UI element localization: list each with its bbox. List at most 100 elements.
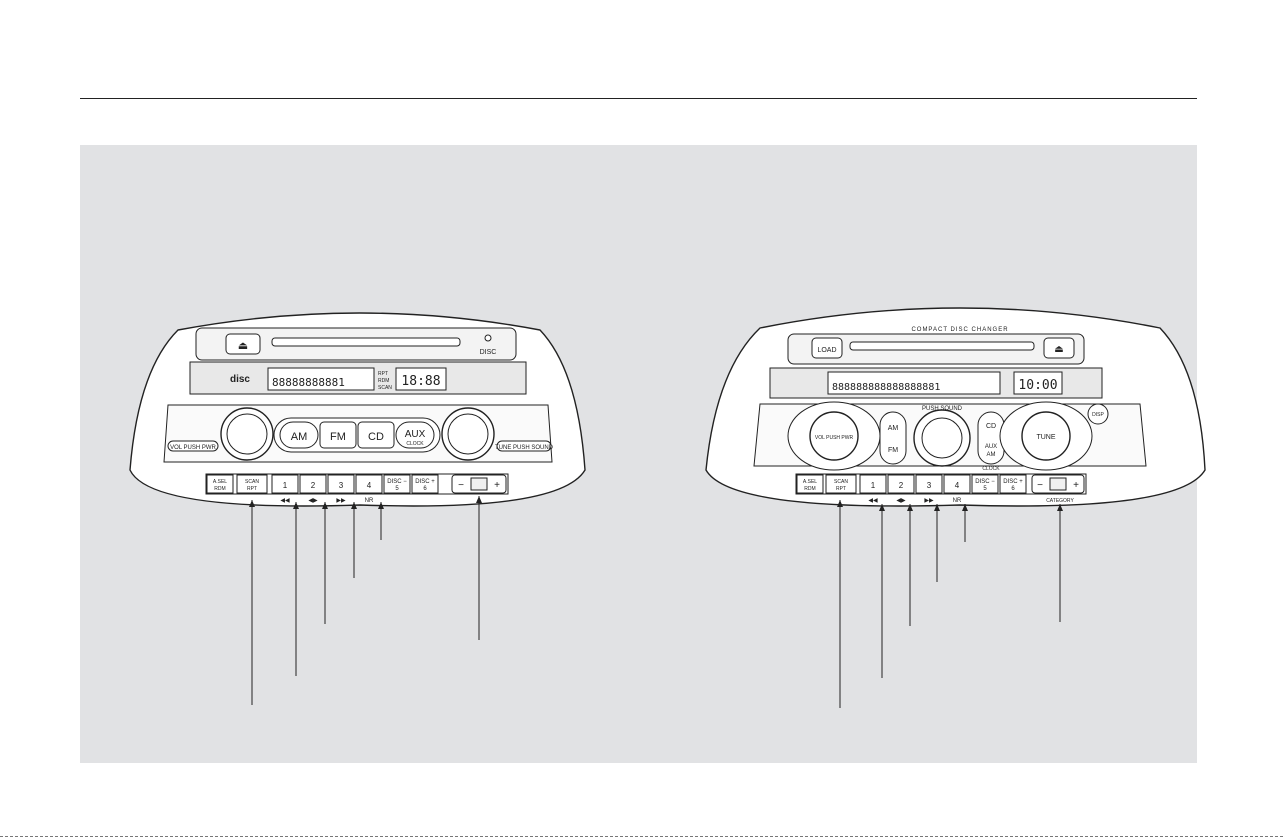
- radio-a-scan-bottom: RPT: [247, 486, 257, 492]
- radio-b-preset-label-6-1: DISC +: [1003, 479, 1023, 485]
- radio-a-lcd-segments: 88888888881: [272, 376, 345, 389]
- radio-b-preset-button-1[interactable]: [859, 474, 887, 494]
- radio-a-tune-knob-inner: [447, 413, 489, 455]
- radio-a-cd-button[interactable]: [357, 421, 395, 449]
- radio-a-preset-button-5[interactable]: [383, 474, 411, 494]
- radio-a-rocker-plus: +: [494, 480, 500, 491]
- radio-b-disp-label: DISP: [1092, 412, 1104, 418]
- radio-a-fm-button[interactable]: [319, 421, 357, 449]
- radio-a-preset-button-1[interactable]: [271, 474, 299, 494]
- radio-b-disp-button[interactable]: [1087, 403, 1109, 425]
- radio-a-hint-2: ◀▶: [308, 498, 318, 504]
- radio-b-vol-label: VOL PUSH PWR: [815, 435, 854, 441]
- radio-b-leader-arrows: [837, 500, 1063, 511]
- radio-a-preset-label-5-2: 5: [395, 486, 399, 492]
- radio-a: ⏏ DISC disc 88888888881 RPT RDM SCAN 18:…: [129, 312, 586, 705]
- radio-b-sound-knob-inner: [921, 417, 963, 459]
- radio-b-hint-2: ◀▶: [896, 498, 906, 504]
- radio-a-preset-button-4[interactable]: [355, 474, 383, 494]
- radio-b-cd-label: CD: [986, 423, 996, 430]
- radio-a-preset-button-3[interactable]: [327, 474, 355, 494]
- radio-a-aux-label: AUX: [405, 429, 426, 440]
- radio-a-vol-label-box: [167, 440, 219, 452]
- radio-a-asel-button[interactable]: [206, 474, 234, 494]
- radio-a-tune-label-box: [496, 440, 552, 452]
- radio-b-am2-label: AM: [987, 452, 996, 458]
- radio-b-asel-bottom: RDM: [804, 486, 815, 492]
- radio-b-lcd-segments: 888888888888888881: [832, 382, 940, 393]
- radio-a-vol-knob-inner: [226, 413, 268, 455]
- eject-icon: ⏏: [1054, 344, 1063, 355]
- radio-a-disc-label: DISC: [480, 349, 497, 356]
- radio-b-tune-label: TUNE: [1036, 434, 1055, 441]
- radio-a-preset-label-6-1: DISC +: [415, 479, 435, 485]
- radio-a-clock: 18:88: [401, 374, 440, 389]
- header-rule: [80, 98, 1197, 99]
- radio-b-clock-box: [1013, 371, 1063, 395]
- radio-a-preset-hints: ◀◀◀▶▶▶NR: [280, 498, 374, 504]
- radio-b-preset-label-4: 4: [955, 481, 960, 490]
- radio-b-preset-button-3[interactable]: [915, 474, 943, 494]
- radio-a-am-button[interactable]: [279, 421, 319, 449]
- radio-a-leader-lines: [251, 496, 480, 705]
- radio-a-fm-label: FM: [330, 431, 346, 443]
- radio-b-vol-knob[interactable]: [809, 411, 859, 461]
- radio-b-preset-label-2: 2: [899, 481, 904, 490]
- radio-b-asel-button[interactable]: [796, 474, 824, 494]
- radio-b-lcd: [827, 371, 1001, 395]
- radio-b-preset-label-6-2: 6: [1011, 486, 1015, 492]
- radio-b-preset-button-5[interactable]: [971, 474, 999, 494]
- radio-a-preset-label-1: 1: [283, 481, 288, 490]
- radio-b-preset-button-4[interactable]: [943, 474, 971, 494]
- radio-b-header-text: COMPACT DISC CHANGER: [911, 327, 1008, 333]
- radio-a-preset-label-3: 3: [339, 481, 344, 490]
- radio-a-scan-button[interactable]: [236, 474, 268, 494]
- radio-a-am-label: AM: [291, 431, 308, 443]
- radio-a-tune-label: TUNE PUSH SOUND: [495, 445, 554, 451]
- radio-a-preset-button-2[interactable]: [299, 474, 327, 494]
- radio-a-aux-button[interactable]: [395, 421, 435, 449]
- radio-a-preset-button-6[interactable]: [411, 474, 439, 494]
- radio-a-eject-button[interactable]: [225, 333, 261, 355]
- radio-b-preset-hints: ◀◀ ◀▶ ▶▶ NR: [868, 498, 962, 504]
- radio-a-rocker-minus: −: [458, 480, 464, 491]
- radio-b-clock: 10:00: [1018, 378, 1057, 393]
- radio-b-preset-button-2[interactable]: [887, 474, 915, 494]
- radio-b-preset-button-6[interactable]: [999, 474, 1027, 494]
- radio-a-mode-group: [273, 417, 441, 453]
- radio-b-hint-4: NR: [953, 498, 962, 504]
- radio-a-indicator-rdm: RDM: [378, 378, 389, 384]
- radio-a-hint-1: ◀◀: [280, 498, 290, 504]
- radio-b-sound-label: PUSH SOUND: [922, 406, 963, 412]
- radio-b-scan-bottom: RPT: [836, 486, 846, 492]
- radio-b-preset-label-3: 3: [927, 481, 932, 490]
- radio-a-preset-label-6-2: 6: [423, 486, 427, 492]
- radio-b-rocker-center: [1049, 477, 1067, 491]
- radio-a-preset-label-5-1: DISC −: [387, 479, 407, 485]
- radio-b-scan-button[interactable]: [825, 474, 857, 494]
- radio-b-am-label: AM: [888, 425, 899, 432]
- radio-a-leader-arrows: [249, 496, 482, 509]
- radio-b-load-button[interactable]: [811, 337, 843, 359]
- radio-b-rocker-plus: +: [1073, 480, 1079, 491]
- radio-b-am-fm-rocker[interactable]: [879, 411, 907, 465]
- disc-logo-icon: disc: [230, 374, 250, 385]
- radio-a-cd-label: CD: [368, 431, 384, 443]
- radio-a-lcd: [267, 367, 375, 391]
- radio-a-vol-label: VOL PUSH PWR: [170, 445, 216, 451]
- radio-b-disc-slot: [849, 341, 1035, 351]
- radio-b-hint-1: ◀◀: [868, 498, 878, 504]
- radio-b-preset-label-5-1: DISC −: [975, 479, 995, 485]
- radio-b-load-label: LOAD: [817, 347, 836, 354]
- radio-b-category-label: CATEGORY: [1046, 498, 1074, 504]
- radio-b-hint-3: ▶▶: [924, 498, 934, 504]
- radio-b-aux-label: AUX: [985, 444, 997, 450]
- radio-b-eject-button[interactable]: [1043, 337, 1075, 359]
- radio-a-clock-box: [395, 367, 447, 391]
- radio-b-scan-top: SCAN: [834, 479, 848, 485]
- radio-a-indicator-rpt: RPT: [378, 371, 388, 377]
- radio-b-tune-knob[interactable]: [1021, 411, 1071, 461]
